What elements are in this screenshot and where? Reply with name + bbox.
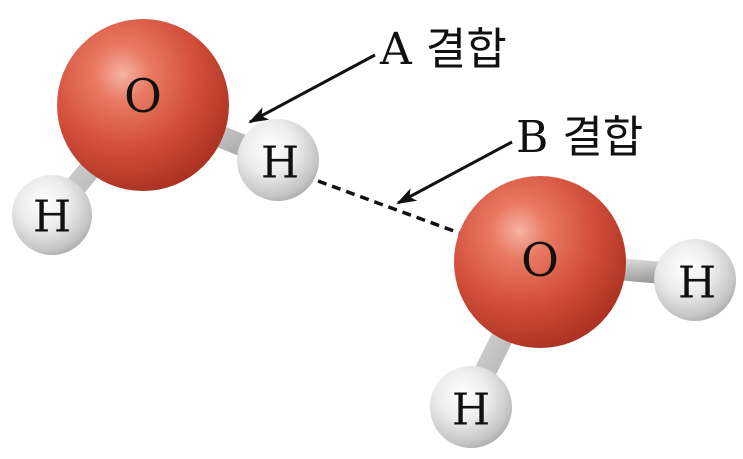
bond-a-arrow: [248, 53, 376, 124]
bond-b-label: B 결합: [516, 112, 643, 163]
hydrogen-atom: [237, 119, 319, 201]
bond-a-label: A 결합: [379, 24, 507, 75]
water-molecule-2: H H O: [430, 176, 736, 448]
oxygen-atom: [454, 176, 626, 348]
hydrogen-atom-label: H: [452, 385, 490, 436]
oxygen-atom-label: O: [521, 233, 559, 287]
water-molecule-1: H O H: [12, 19, 319, 255]
hydrogen-atom: [12, 175, 92, 255]
oxygen-atom-label: O: [124, 69, 162, 123]
hydrogen-atom-label: H: [678, 258, 716, 309]
bond-b-arrow: [396, 140, 513, 205]
hydrogen-atom: [654, 239, 736, 321]
hydrogen-atom: [430, 366, 512, 448]
hydrogen-atom-label: H: [261, 138, 299, 189]
hydrogen-bond-dashed-line: [317, 179, 463, 236]
oxygen-atom: [57, 19, 229, 191]
hydrogen-atom-label: H: [33, 192, 71, 243]
